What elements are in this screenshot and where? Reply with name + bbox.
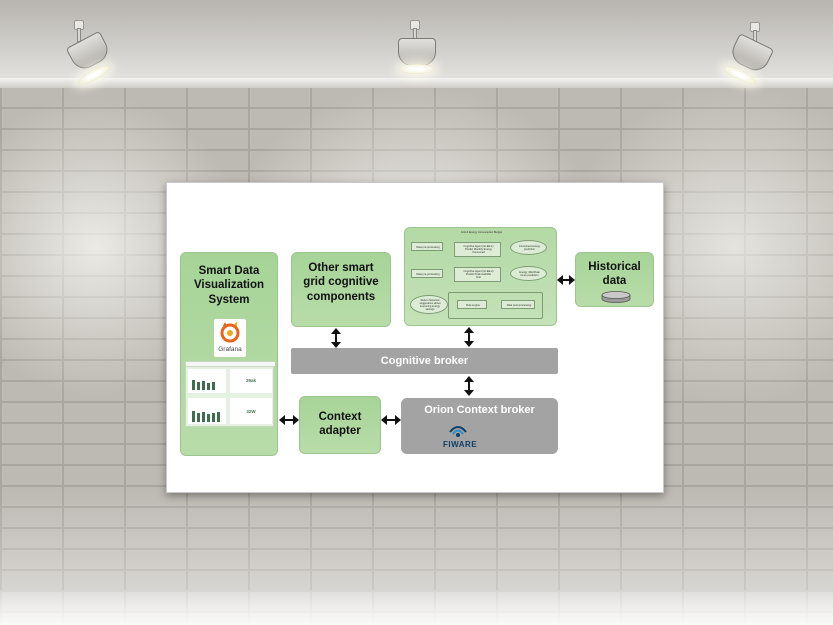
arrow-visualization-to-adapter	[279, 415, 299, 425]
dashboard-value-2: 32W	[246, 409, 256, 414]
module-item-data-preprocessing-2: Data pre-processing	[411, 269, 443, 278]
visualization-system-title: Smart Data Visualization System	[193, 265, 265, 306]
grafana-icon	[220, 322, 240, 343]
module-bottom-rect	[448, 292, 543, 319]
cognitive-broker-label: Cognitive broker	[380, 355, 469, 367]
module-item-historical-suggestions: Return historical suggestions about impr…	[410, 295, 448, 314]
arrow-module-to-historical	[557, 275, 575, 285]
cognitive-module-header: Grid & Energy Consumption Budget	[460, 231, 503, 234]
database-icon	[601, 291, 631, 303]
dashboard-value-1: 29ak	[245, 378, 256, 383]
ceiling-ledge	[0, 78, 833, 88]
orion-broker-box: Orion Context broker FIWARE	[401, 398, 558, 454]
module-item-data-postprocessing: Data post-processing	[501, 300, 535, 309]
module-item-consumed-energy-prediction: Consumed energy prediction	[510, 240, 547, 255]
projection-screen: Smart Data Visualization System Grafana	[166, 182, 664, 493]
grafana-logo: Grafana	[214, 319, 246, 357]
historical-data-title: Historical data	[588, 261, 641, 288]
arrow-broker-to-orion	[464, 376, 474, 396]
arrow-adapter-to-orion	[381, 415, 401, 425]
module-item-cognitive-agent-1: Cognitive Agent (GI-EE-1) Predict Monthl…	[454, 242, 501, 257]
grafana-logo-text: Grafana	[218, 346, 242, 353]
fiware-icon	[449, 426, 467, 437]
floor-light	[0, 590, 833, 625]
other-components-title: Other smart grid cognitive components	[303, 262, 379, 303]
context-adapter-title: Context adapter	[318, 411, 362, 438]
historical-data-box: Historical data	[575, 252, 654, 307]
dashboard-screenshot: 29ak 32W	[185, 361, 275, 427]
other-components-box: Other smart grid cognitive components	[291, 252, 391, 327]
arrow-cognitive-module-to-broker	[464, 327, 474, 347]
fiware-logo-text: FIWARE	[443, 440, 478, 449]
module-item-data-preprocessing-1: Data pre-processing	[411, 242, 443, 251]
cognitive-module-box: Grid & Energy Consumption Budget Data pr…	[404, 227, 557, 326]
arrow-other-components-to-broker	[331, 328, 341, 348]
orion-broker-label: Orion Context broker	[424, 404, 535, 416]
context-adapter-box: Context adapter	[299, 396, 381, 454]
module-item-rule-engine: Rule engine	[457, 300, 487, 309]
visualization-system-box: Smart Data Visualization System Grafana	[180, 252, 278, 456]
cognitive-broker-bar: Cognitive broker	[291, 348, 558, 374]
module-item-cognitive-agent-2: Cognitive Agent (GI-EE-2) Predict Peak l…	[454, 267, 501, 282]
module-item-idle-peak-prediction: Energy /Idle/Peak times prediction	[510, 266, 547, 281]
